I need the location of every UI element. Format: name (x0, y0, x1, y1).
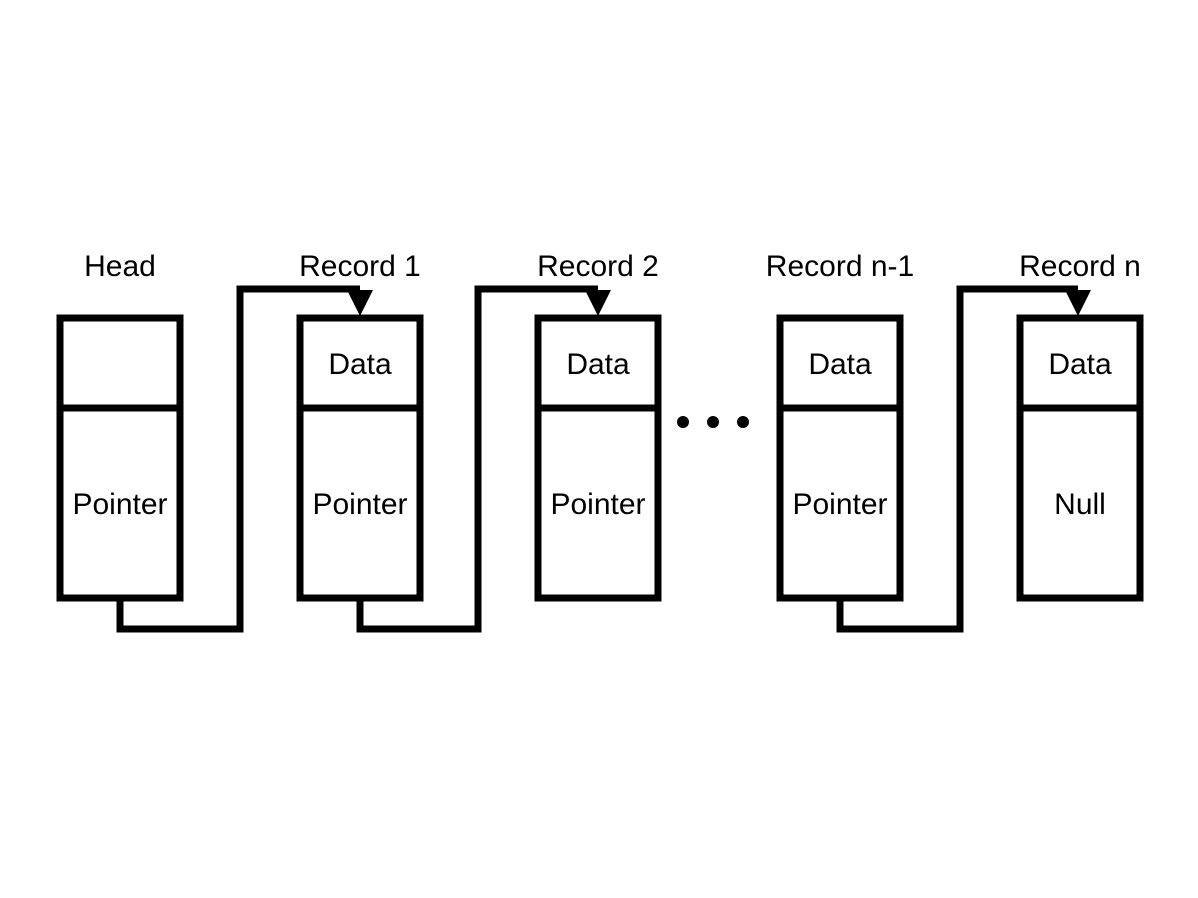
node-title: Record 2 (537, 250, 659, 283)
node-bottom-cell-label: Pointer (550, 488, 645, 521)
node-box (296, 314, 424, 602)
ellipsis-dot (737, 416, 749, 428)
node-box (56, 314, 184, 602)
arrow-line (836, 285, 1078, 633)
node-record-1: Record 1 Data Pointer (296, 250, 424, 602)
node-title: Record 1 (299, 250, 421, 283)
node-box (776, 314, 904, 602)
node-box (1016, 314, 1144, 602)
node-head: Head Pointer (56, 250, 184, 602)
node-record-2: Record 2 Data Pointer (534, 250, 662, 602)
node-box (534, 314, 662, 602)
node-top-cell-label: Data (328, 348, 392, 381)
arrow-line (116, 285, 360, 633)
node-top-cell-label: Data (808, 348, 872, 381)
node-bottom-cell-label: Pointer (792, 488, 887, 521)
node-title: Record n-1 (766, 250, 914, 283)
node-bottom-cell-label: Pointer (312, 488, 407, 521)
arrow-record-1-to-record-2 (356, 285, 611, 633)
ellipsis-dot (677, 416, 689, 428)
node-top-cell-label: Data (566, 348, 630, 381)
arrowhead-icon (1065, 290, 1091, 316)
node-record-n-1: Record n-1 Data Pointer (766, 250, 914, 602)
ellipsis-dot (707, 416, 719, 428)
arrow-record-n-1-to-record-n (836, 285, 1091, 633)
node-bottom-cell-label: Null (1054, 488, 1106, 521)
arrowhead-icon (585, 290, 611, 316)
node-title: Record n (1019, 250, 1141, 283)
arrow-line (356, 285, 598, 633)
node-record-n: Record n Data Null (1016, 250, 1144, 602)
node-top-cell-label: Data (1048, 348, 1112, 381)
ellipsis-dots (677, 416, 749, 428)
arrowhead-icon (347, 290, 373, 316)
arrow-head-to-record-1 (116, 285, 373, 633)
node-bottom-cell-label: Pointer (72, 488, 167, 521)
node-title: Head (84, 250, 156, 283)
